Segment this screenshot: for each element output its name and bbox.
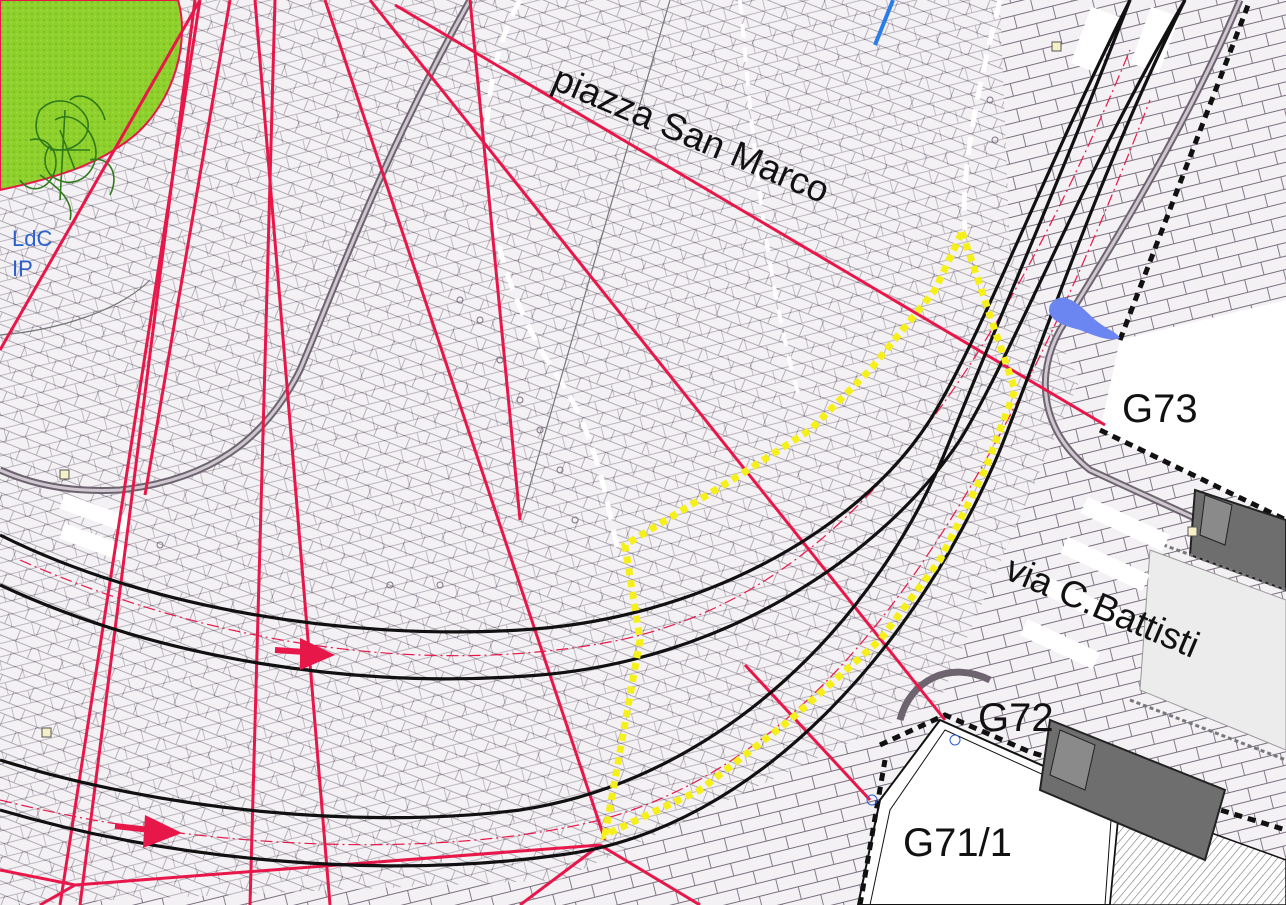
- blue-marker: [873, 0, 895, 46]
- legend-fragment-1: LdC: [12, 226, 52, 251]
- point-label-g73: G73: [1122, 387, 1198, 431]
- arrow-right-icon: [114, 815, 182, 848]
- work-zone-boundary: [600, 222, 1019, 842]
- water-drop-icon: [1049, 297, 1120, 340]
- white-guide-right: [961, 0, 1003, 231]
- sidewalk-via: [1139, 549, 1286, 751]
- centerline-upper: [19, 49, 1131, 657]
- red-lines: [0, 0, 1106, 905]
- crosswalk: [59, 6, 1180, 670]
- property-boundary-right: [1098, 427, 1286, 523]
- white-guide-left: [483, 0, 623, 561]
- arrow-right-icon: [274, 638, 335, 670]
- curb-corner: [896, 668, 992, 721]
- street-lamp-icon: [41, 41, 1198, 738]
- track-lines: [0, 0, 1187, 868]
- building-right: [1100, 300, 1286, 520]
- tree-icon: [19, 95, 115, 221]
- point-label-g72: G72: [978, 696, 1054, 740]
- utility-markers: [156, 96, 999, 806]
- legend-fragment-2: IP: [12, 256, 33, 281]
- point-label-g71: G71/1: [903, 821, 1012, 865]
